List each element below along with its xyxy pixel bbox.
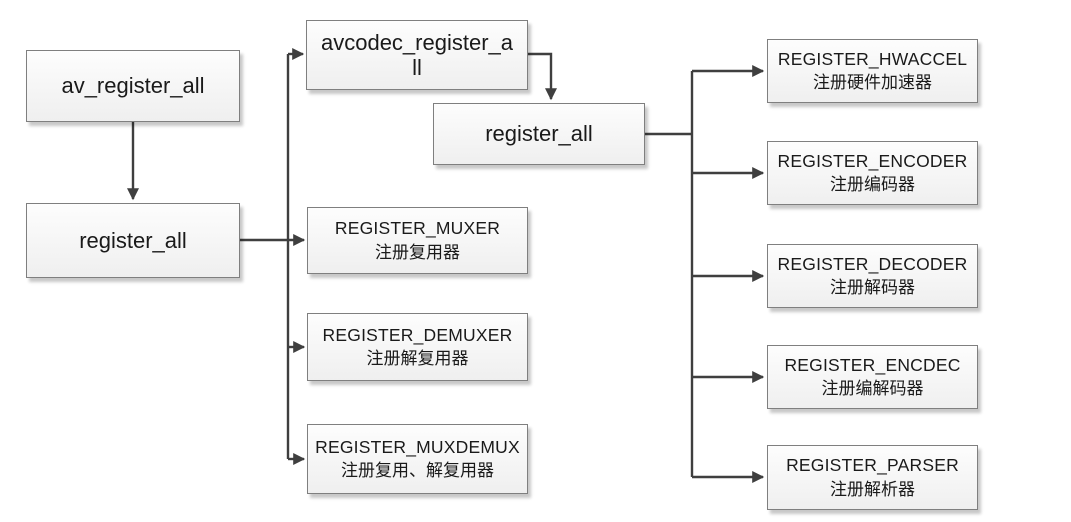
node-register-encoder: REGISTER_ENCODER 注册编码器 — [767, 141, 978, 205]
node-register-muxer: REGISTER_MUXER 注册复用器 — [307, 207, 528, 274]
node-register-hwaccel: REGISTER_HWACCEL 注册硬件加速器 — [767, 39, 978, 103]
node-register-muxdemux: REGISTER_MUXDEMUX 注册复用、解复用器 — [307, 424, 528, 494]
node-register-all-format-label: register_all — [79, 227, 187, 253]
node-register-all-codec-label: register_all — [485, 121, 593, 147]
node-register-encoder-desc: 注册编码器 — [830, 175, 915, 195]
node-av-register-all: av_register_all — [26, 50, 240, 122]
node-register-demuxer-code: REGISTER_DEMUXER — [322, 324, 513, 345]
node-avcodec-register-all: avcodec_register_a ll — [306, 20, 528, 90]
node-register-muxer-desc: 注册复用器 — [375, 242, 460, 262]
node-register-parser: REGISTER_PARSER 注册解析器 — [767, 445, 978, 510]
node-register-demuxer: REGISTER_DEMUXER 注册解复用器 — [307, 313, 528, 381]
node-register-all-format: register_all — [26, 203, 240, 278]
node-register-muxdemux-code: REGISTER_MUXDEMUX — [315, 436, 520, 457]
node-register-hwaccel-code: REGISTER_HWACCEL — [777, 48, 968, 69]
node-av-register-all-label: av_register_all — [61, 73, 205, 99]
node-register-encoder-code: REGISTER_ENCODER — [777, 150, 968, 171]
node-register-decoder: REGISTER_DECODER 注册解码器 — [767, 244, 978, 308]
node-avcodec-register-all-label: avcodec_register_a ll — [320, 29, 513, 80]
node-register-muxdemux-desc: 注册复用、解复用器 — [341, 461, 494, 481]
node-register-demuxer-desc: 注册解复用器 — [366, 349, 469, 369]
node-register-encdec-desc: 注册编解码器 — [821, 379, 924, 399]
node-register-parser-code: REGISTER_PARSER — [786, 455, 959, 476]
node-register-all-codec: register_all — [433, 103, 645, 165]
node-register-decoder-code: REGISTER_DECODER — [777, 253, 968, 274]
node-register-hwaccel-desc: 注册硬件加速器 — [813, 73, 932, 93]
node-register-muxer-code: REGISTER_MUXER — [334, 218, 501, 239]
node-register-encdec: REGISTER_ENCDEC 注册编解码器 — [767, 345, 978, 409]
node-register-encdec-code: REGISTER_ENCDEC — [784, 354, 961, 375]
connector-avcodec-to-registerall — [528, 52, 557, 101]
node-register-parser-desc: 注册解析器 — [830, 479, 915, 499]
node-register-decoder-desc: 注册解码器 — [830, 278, 915, 298]
